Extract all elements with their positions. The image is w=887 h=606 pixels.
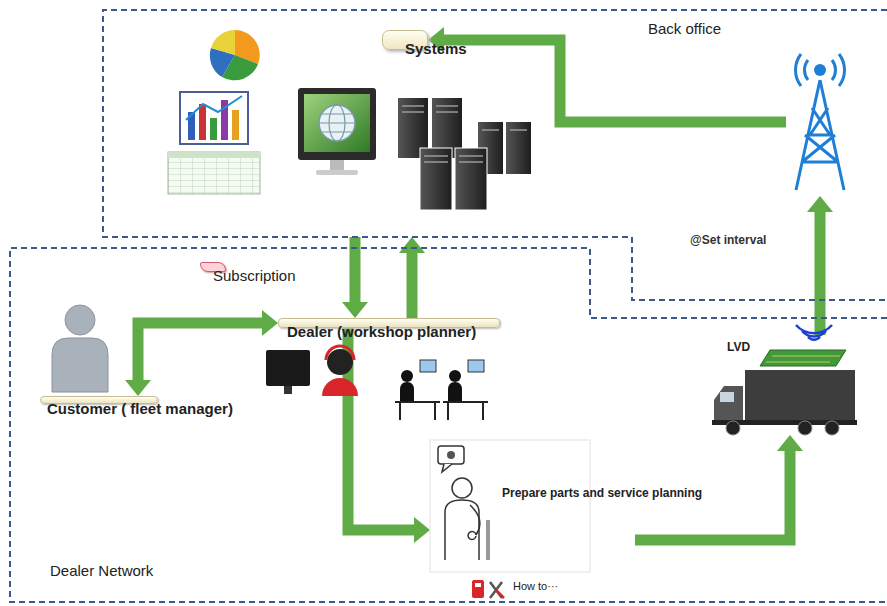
block-arrow-connector (342, 237, 368, 318)
dealer-box: Dealer (workshop planner) (278, 318, 500, 328)
spreadsheet-icon (168, 152, 260, 194)
arrow-head (262, 310, 278, 336)
radio-tower-icon (795, 54, 844, 190)
customer-box: Customer ( fleet manager) (40, 396, 158, 404)
block-arrow-connector (399, 237, 425, 318)
node-note: How to··· (513, 580, 558, 592)
server-icons (398, 98, 531, 210)
howto-icons (472, 580, 504, 598)
arrow-shaft (350, 237, 361, 302)
block-arrow-connector (125, 310, 278, 396)
customer-person-icon (52, 305, 108, 392)
back-office-region: Back officeSystems (103, 10, 887, 300)
node-label: Systems (405, 40, 467, 57)
truck-lvd-node: LVD (705, 335, 865, 435)
arrow-head (342, 302, 368, 318)
arrow-shaft (407, 253, 418, 318)
arrow-head (399, 237, 425, 253)
subscription-ribbon: Subscription (200, 262, 226, 272)
node-label: Prepare parts and service planning (502, 486, 632, 500)
arrow-head (125, 380, 151, 396)
arrow-head (807, 196, 833, 212)
node-label: Back office (648, 20, 721, 37)
monitor-icon (298, 88, 376, 175)
node-label: Subscription (213, 267, 296, 284)
truck-illustration (712, 325, 857, 435)
block-arrow-connector (348, 328, 430, 543)
mechanic-illustration (430, 440, 590, 572)
arrow-head (414, 517, 430, 543)
dashed-region-outline (103, 10, 887, 300)
arrow-shaft (348, 328, 414, 530)
node-label: Dealer Network (50, 562, 153, 579)
dashed-region-outline (10, 248, 887, 604)
arrow-head (777, 435, 803, 451)
block-arrow-connector (635, 435, 803, 540)
node-label: Customer ( fleet manager) (47, 400, 233, 417)
arrow-shaft (815, 212, 826, 335)
workshop-planner-illustration (266, 346, 488, 420)
pie-chart-icon (210, 30, 260, 80)
arrow-shaft (635, 451, 790, 540)
bar-chart-icon (180, 92, 248, 144)
block-arrow-connector (428, 27, 833, 335)
arrow-shaft (444, 40, 786, 122)
dealer-network-region: Dealer Network SubscriptionDealer (worksh… (10, 248, 887, 604)
node-label: LVD (727, 340, 750, 354)
arrow-shaft (138, 323, 262, 380)
node-label: Dealer (workshop planner) (287, 323, 476, 340)
service-planning-node: Prepare parts and service planningHow to… (430, 440, 635, 600)
systems-box: Systems (382, 30, 428, 50)
edge-label: @Set interval (688, 232, 768, 248)
